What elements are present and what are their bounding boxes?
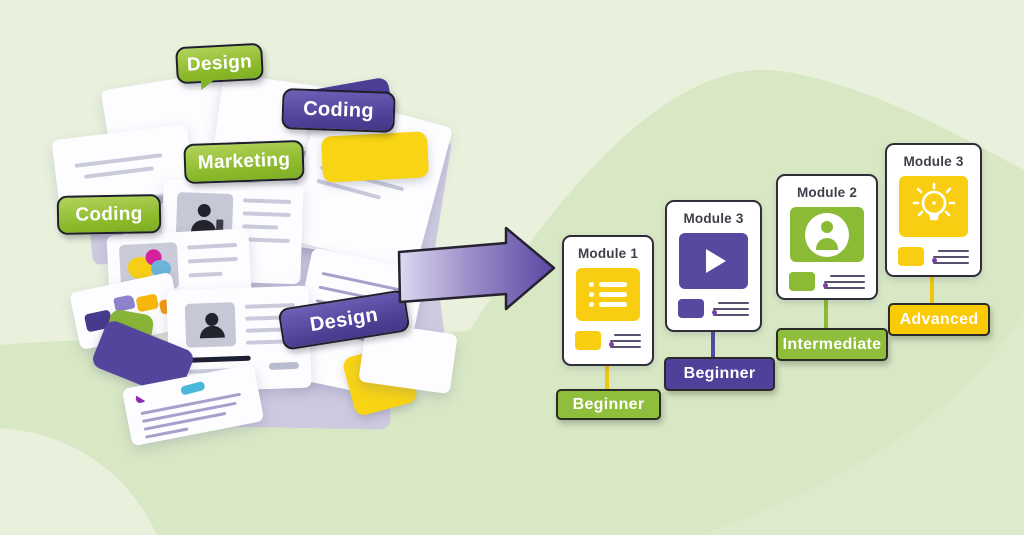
person-icon [805,212,849,257]
level-text: Beginner [572,395,645,413]
module-media-block [899,176,968,237]
connector-line [711,328,715,360]
footer-lines [609,333,641,348]
module-media-block [790,207,864,262]
list-icon [589,282,627,307]
bullet-dot [932,257,937,263]
bullet-dot [609,341,614,347]
bullet-dot [823,282,828,288]
module-title: Module 2 [796,185,858,200]
module-card-3: Module 2 [776,174,878,300]
module-footer [575,331,641,350]
level-label-beginner-2: Beginner [664,357,775,391]
module-card-1: Module 1 [562,235,654,366]
connector-line [930,274,934,305]
module-media-block [576,268,640,321]
connector-line [605,362,609,392]
module-footer [678,299,749,318]
module-footer [898,247,969,266]
footer-chip [575,331,601,350]
footer-lines [932,249,969,264]
footer-chip [898,247,924,266]
footer-chip [678,299,704,318]
bullet-dot [712,309,717,315]
module-media-block [679,233,748,289]
level-text: Intermediate [782,335,882,353]
level-text: Advanced [899,310,979,328]
footer-lines [712,301,749,316]
level-label-beginner: Beginner [556,389,661,420]
module-title: Module 3 [903,154,964,169]
module-title: Module 1 [577,246,639,261]
level-label-advanced: Advanced [888,303,990,336]
play-icon [706,249,726,273]
footer-chip [789,272,815,291]
module-card-2: Module 3 [665,200,762,332]
lightbulb-icon [912,182,955,220]
module-title: Module 3 [683,211,744,226]
module-footer [789,272,865,291]
level-text: Beginner [683,365,756,382]
footer-lines [823,274,865,289]
module-card-4: Module 3 [885,143,982,277]
level-label-intermediate: Intermediate [776,328,888,361]
connector-line [824,296,828,330]
